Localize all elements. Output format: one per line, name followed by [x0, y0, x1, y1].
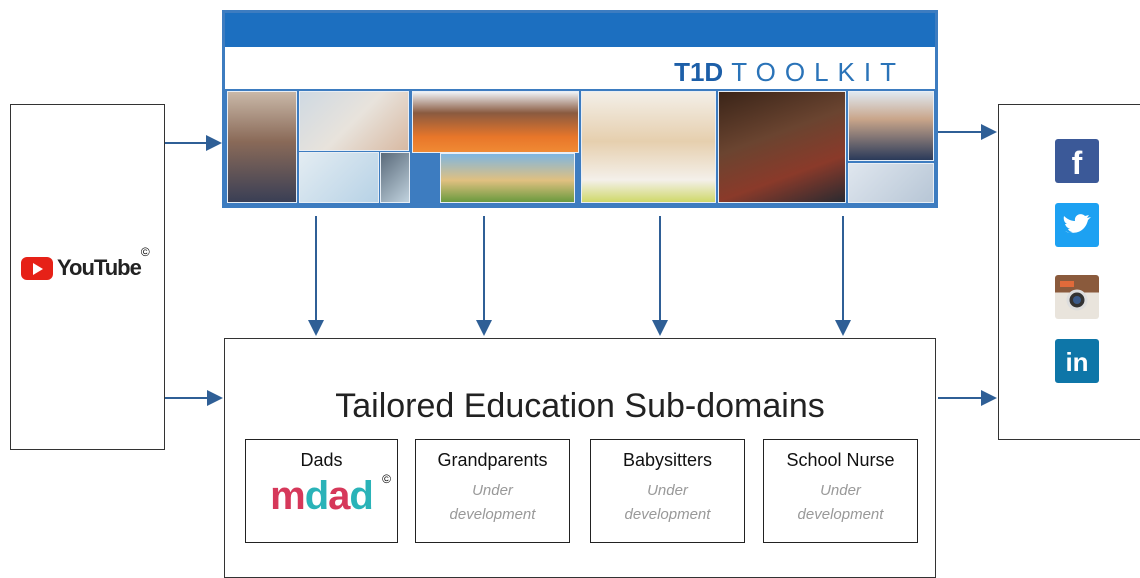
- photo-girl-eating: [581, 91, 716, 203]
- facebook-icon[interactable]: f: [1055, 139, 1099, 183]
- card-school-nurse-status: Under development: [797, 482, 884, 523]
- logo-prefix: T1D: [674, 57, 724, 87]
- youtube-play-icon: [21, 256, 53, 280]
- youtube-logo: YouTube ©: [21, 245, 150, 281]
- photo-woman-glucose-monitor: [227, 91, 297, 203]
- banner-header-bar: [225, 13, 935, 47]
- twitter-icon[interactable]: [1055, 203, 1099, 247]
- mdad-copyright: ©: [382, 472, 391, 486]
- linkedin-icon[interactable]: in: [1055, 339, 1099, 383]
- photo-boy-apples: [412, 91, 579, 153]
- social-media-box: f in: [998, 104, 1140, 440]
- subdomains-title: Tailored Education Sub-domains: [335, 387, 825, 425]
- card-dads[interactable]: Dads mdad ©: [245, 439, 398, 543]
- youtube-label: YouTube: [57, 255, 142, 280]
- photo-insulin-pen: [299, 152, 379, 203]
- card-babysitters-status: Under development: [624, 482, 711, 523]
- card-babysitters[interactable]: Babysitters Under development: [590, 439, 745, 543]
- card-grandparents-title: Grandparents: [437, 450, 548, 470]
- photo-nurse-student: [848, 91, 934, 161]
- youtube-copyright: ©: [140, 245, 150, 259]
- logo-word: TOOLKIT: [731, 57, 905, 87]
- photo-glucose-meter: [299, 91, 409, 151]
- card-grandparents-status: Under development: [449, 482, 536, 523]
- youtube-box: YouTube ©: [10, 104, 165, 450]
- card-grandparents[interactable]: Grandparents Under development: [415, 439, 570, 543]
- photo-mother-son: [718, 91, 846, 203]
- photo-hands-check: [848, 163, 934, 203]
- subdomains-box: Tailored Education Sub-domains Dads mdad…: [224, 338, 936, 578]
- photo-strip: [225, 89, 935, 205]
- card-school-nurse[interactable]: School Nurse Under development: [763, 439, 918, 543]
- card-dads-title: Dads: [300, 450, 343, 470]
- mdad-logo: mdad: [270, 474, 374, 518]
- photo-insulin-pump: [380, 152, 410, 203]
- photo-kids-running: [440, 153, 575, 203]
- card-babysitters-title: Babysitters: [622, 450, 713, 470]
- instagram-icon[interactable]: [1055, 275, 1099, 319]
- card-school-nurse-title: School Nurse: [786, 450, 895, 470]
